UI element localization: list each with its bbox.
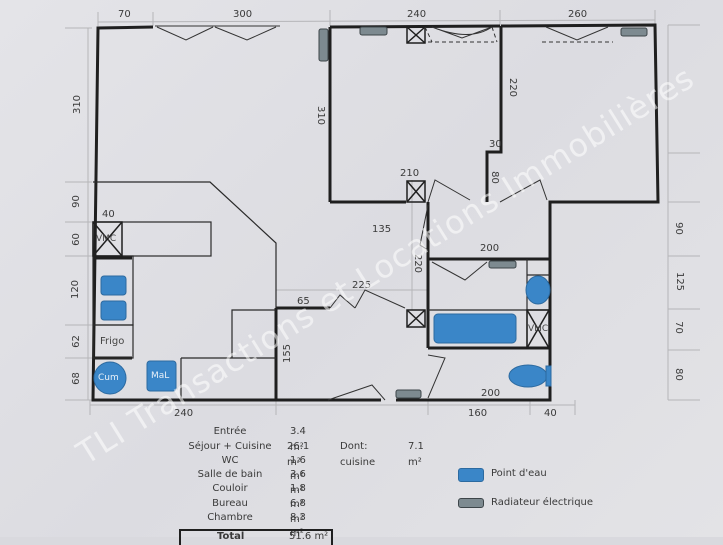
dim-top-240: 240 <box>407 9 427 20</box>
total-box: Total 51.6 m² <box>179 529 333 545</box>
dim-top-300: 300 <box>233 9 253 20</box>
legend-radiator-label: Radiateur électrique <box>491 497 594 508</box>
dim-chambre-220: 220 <box>507 77 519 98</box>
area-sejour: 26.1 m² <box>287 441 310 468</box>
legend-water-label: Point d'eau <box>491 468 547 479</box>
legend-radiator-swatch <box>458 498 484 508</box>
cooktop-label: Cum <box>98 373 119 383</box>
dim-bottom-40: 40 <box>544 408 557 419</box>
dim-right-125: 125 <box>674 271 686 292</box>
dim-left-60: 60 <box>70 233 82 246</box>
dim-bottom-240: 240 <box>174 408 194 419</box>
dim-left-120: 120 <box>70 279 82 300</box>
room-sdb: Salle de bain <box>197 469 263 480</box>
dim-bottom-160: 160 <box>468 408 488 419</box>
area-couloir: 1.8 m² <box>290 483 306 510</box>
area-wc: 1.6 m² <box>290 455 306 482</box>
dim-entree-65: 65 <box>297 296 310 307</box>
dim-right-80: 80 <box>672 368 684 381</box>
area-entree: 3.4 m² <box>290 426 306 453</box>
dim-sejour-310: 310 <box>315 105 327 126</box>
room-couloir: Couloir <box>212 483 248 494</box>
vmc-kitchen-label: VMC <box>96 234 117 244</box>
room-sejour: Séjour + Cuisine <box>188 441 272 452</box>
area-sdb: 3.6 m² <box>290 469 306 496</box>
dim-entree-225: 225 <box>352 280 372 291</box>
dim-right-70: 70 <box>672 321 684 334</box>
dim-left-310: 310 <box>72 94 84 115</box>
room-entree: Entrée <box>213 426 247 437</box>
dim-top-70: 70 <box>118 9 131 20</box>
dim-couloir-220: 220 <box>412 253 424 274</box>
dim-right-90: 90 <box>672 222 684 235</box>
dim-wc-200: 200 <box>481 388 501 399</box>
dim-couloir-210: 210 <box>400 168 420 179</box>
washing-machine-label: MaL <box>151 371 170 381</box>
dim-left-68: 68 <box>70 372 82 385</box>
legend-water-swatch <box>458 468 484 482</box>
dim-step-30: 30 <box>489 139 502 150</box>
dim-sdb-200: 200 <box>480 243 500 254</box>
frigo-label: Frigo <box>100 336 125 347</box>
vmc-bath-label: VMC <box>528 324 549 334</box>
room-wc: WC <box>221 455 239 466</box>
dim-kitchen-40: 40 <box>102 209 115 220</box>
area-chambre: 8.3 m² <box>290 512 306 539</box>
kitchen-note-value: 7.1 m² <box>408 441 424 468</box>
room-chambre: Chambre <box>207 512 253 523</box>
room-bureau: Bureau <box>212 498 248 509</box>
dim-couloir-135: 135 <box>372 224 392 235</box>
dim-left-90: 90 <box>70 195 82 208</box>
kitchen-note-label: Dont: cuisine <box>340 441 376 468</box>
dim-left-62: 62 <box>70 335 82 348</box>
dim-top-260: 260 <box>568 9 588 20</box>
dim-step-80: 80 <box>488 171 500 184</box>
dim-entree-155: 155 <box>282 343 294 364</box>
area-bureau: 6.8 m² <box>290 498 306 525</box>
